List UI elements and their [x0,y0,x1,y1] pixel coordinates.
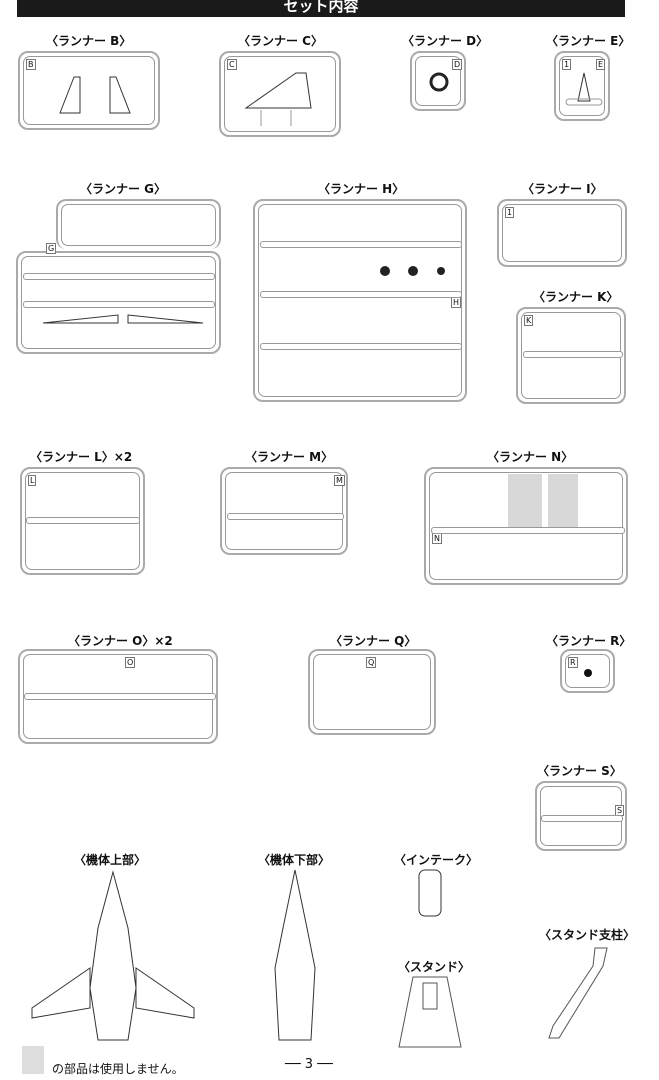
runner-g-top [56,199,221,249]
stand-icon [398,976,462,1048]
runner-s-label: 〈ランナー S〉 [537,764,622,778]
runner-h-wheels-icon [380,266,445,276]
runner-l-label: 〈ランナー L〉×2 [30,450,133,464]
runner-c-label: 〈ランナー C〉 [238,34,323,48]
runner-c-tail-icon [244,72,312,126]
runner-m-label: 〈ランナー M〉 [245,450,334,464]
runner-h-label: 〈ランナー H〉 [318,182,405,196]
upper-body-label: 〈機体上部〉 [74,853,147,867]
runner-d-label: 〈ランナー D〉 [402,34,489,48]
page-header: セット内容 [17,0,625,17]
runner-b-parts-icon [59,76,131,114]
runner-k: K [516,307,626,404]
intake-icon [418,869,442,917]
page-number: ── 3 ── [285,1057,333,1072]
runner-n-label: 〈ランナー N〉 [487,450,574,464]
runner-l: L [20,467,145,575]
runner-g: G [16,243,221,354]
runner-q: Q [308,649,436,735]
runner-q-label: 〈ランナー Q〉 [330,634,417,648]
runner-h: H [253,199,467,402]
runner-s: S [535,781,627,851]
runner-n: N [424,467,628,585]
runner-b-label: 〈ランナー B〉 [46,34,132,48]
runner-o: O [18,649,218,744]
runner-b: B [18,51,160,130]
runner-r-label: 〈ランナー R〉 [546,634,632,648]
runner-g-label: 〈ランナー G〉 [80,182,167,196]
runner-e-label: 〈ランナー E〉 [546,34,631,48]
intake-label: 〈インテーク〉 [394,853,479,867]
stand-post-label: 〈スタンド支柱〉 [539,928,636,942]
stand-label: 〈スタンド〉 [398,960,471,974]
lower-body-label: 〈機体下部〉 [258,853,331,867]
unused-parts-swatch [22,1046,44,1074]
runner-o-label: 〈ランナー O〉×2 [68,634,173,648]
runner-d-ring-icon [429,72,449,92]
runner-i: 1 [497,199,627,267]
runner-k-label: 〈ランナー K〉 [533,290,619,304]
unused-parts-note: の部品は使用しません。 [52,1062,184,1076]
upper-body-icon [31,870,195,1041]
runner-e-part-icon [565,72,603,106]
runner-c: C [219,51,341,137]
runner-m: M [220,467,348,555]
header-title: セット内容 [283,0,359,15]
runner-r: R [560,649,615,693]
stand-post-icon [548,947,608,1039]
lower-body-icon [274,869,316,1041]
runner-i-label: 〈ランナー I〉 [522,182,603,196]
runner-g-wing-icon [42,314,204,324]
runner-d: D [410,51,466,111]
